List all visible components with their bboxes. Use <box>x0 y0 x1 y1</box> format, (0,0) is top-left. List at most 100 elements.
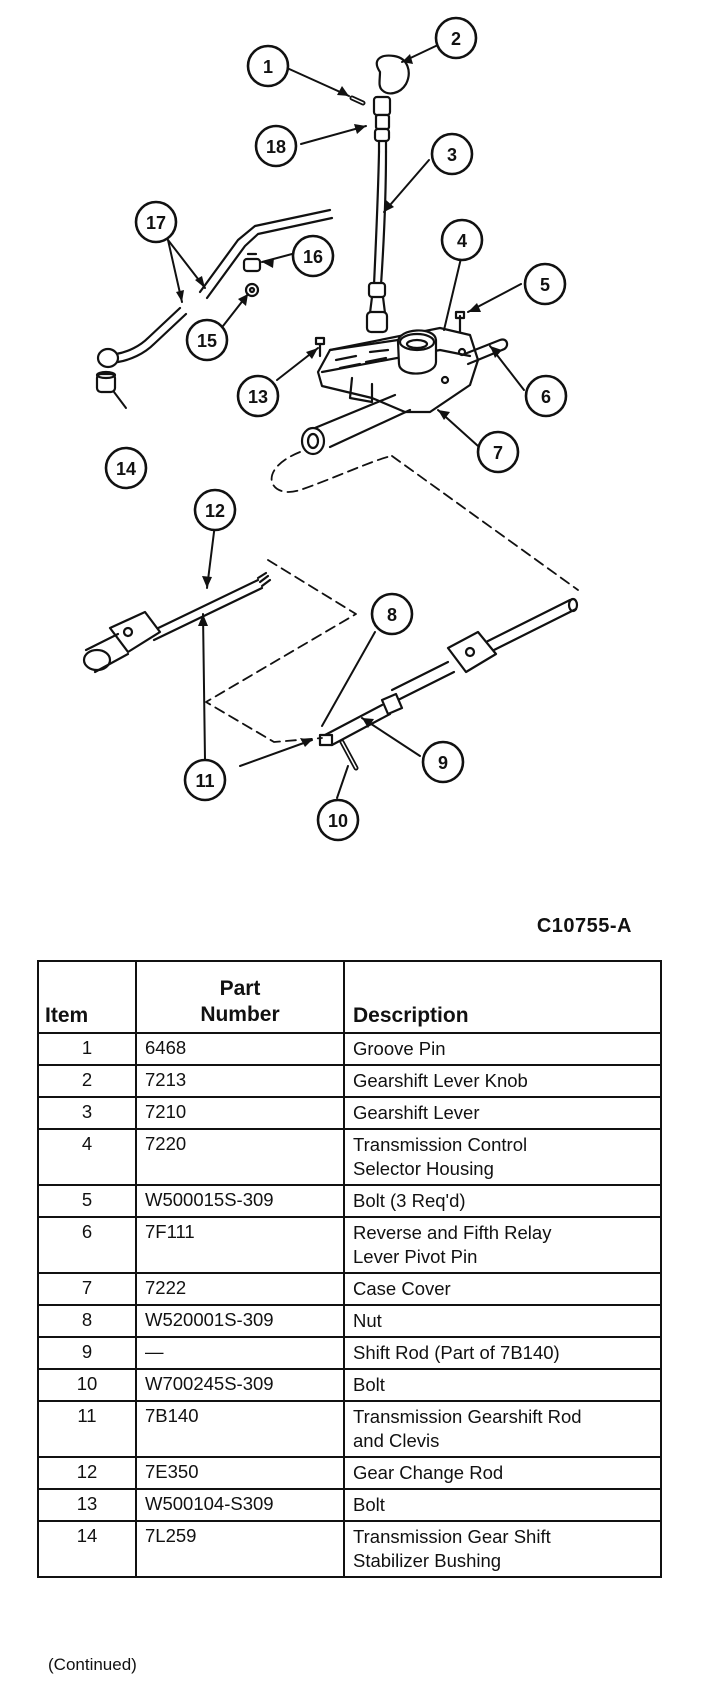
row-item: 11 <box>37 1400 137 1458</box>
callout-9: 9 <box>421 740 465 784</box>
row-item: 7 <box>37 1272 137 1306</box>
row-item: 2 <box>37 1064 137 1098</box>
desc-line: Transmission Gearshift Rod <box>353 1406 582 1427</box>
callout-6: 6 <box>524 374 568 418</box>
table-header-row: Item Part Number Description <box>37 960 662 1034</box>
gearshift-lever <box>365 150 389 334</box>
row-part-number: W500104-S309 <box>135 1488 345 1522</box>
row-part-number: 7F111 <box>135 1216 345 1274</box>
housing-bolt <box>454 310 466 334</box>
header-part-number: Part Number <box>135 960 345 1034</box>
desc-line: Nut <box>353 1310 382 1331</box>
stabilizer-bushing <box>95 370 117 394</box>
desc-line: Transmission Control <box>353 1134 528 1155</box>
table-row: 10 W700245S-309 Bolt <box>37 1368 662 1402</box>
row-part-number: 6468 <box>135 1032 345 1066</box>
table-row: 3 7210 Gearshift Lever <box>37 1096 662 1130</box>
svg-text:17: 17 <box>146 213 166 233</box>
callout-5: 5 <box>523 262 567 306</box>
row-item: 14 <box>37 1520 137 1578</box>
leader-arrowheads <box>176 54 502 747</box>
row-description: Bolt (3 Req'd) <box>343 1184 662 1218</box>
desc-line: Shift Rod (Part of 7B140) <box>353 1342 560 1363</box>
callout-17: 17 <box>134 200 178 244</box>
svg-text:8: 8 <box>387 605 397 625</box>
desc-line: Gearshift Lever Knob <box>353 1070 528 1091</box>
svg-text:15: 15 <box>197 331 217 351</box>
row-part-number: 7213 <box>135 1064 345 1098</box>
desc-line: Groove Pin <box>353 1038 446 1059</box>
row-item: 3 <box>37 1096 137 1130</box>
callout-3: 3 <box>430 132 474 176</box>
header-description: Description <box>343 960 662 1034</box>
callout-2: 2 <box>434 16 478 60</box>
row-item: 4 <box>37 1128 137 1186</box>
header-item: Item <box>37 960 137 1034</box>
table-row: 2 7213 Gearshift Lever Knob <box>37 1064 662 1098</box>
desc-line: Case Cover <box>353 1278 451 1299</box>
table-row: 8 W520001S-309 Nut <box>37 1304 662 1338</box>
table-row: 9 — Shift Rod (Part of 7B140) <box>37 1336 662 1370</box>
row-item: 13 <box>37 1488 137 1522</box>
callout-13: 13 <box>236 374 280 418</box>
parts-table: Item Part Number Description 1 6468 Groo… <box>37 960 662 1578</box>
row-description: Gearshift Lever <box>343 1096 662 1130</box>
knob-insert <box>372 95 392 154</box>
shift-rod <box>323 597 579 747</box>
callout-1: 1 <box>246 44 290 88</box>
row-part-number: 7220 <box>135 1128 345 1186</box>
table-row: 1 6468 Groove Pin <box>37 1032 662 1066</box>
figure-code: C10755-A <box>536 915 632 937</box>
desc-line: Reverse and Fifth Relay <box>353 1222 552 1243</box>
svg-text:9: 9 <box>438 753 448 773</box>
row-item: 9 <box>37 1336 137 1370</box>
svg-text:12: 12 <box>205 501 225 521</box>
desc-line: Bolt <box>353 1494 385 1515</box>
svg-text:10: 10 <box>328 811 348 831</box>
row-description: Shift Rod (Part of 7B140) <box>343 1336 662 1370</box>
row-description: Gear Change Rod <box>343 1456 662 1490</box>
callout-7: 7 <box>476 430 520 474</box>
row-description: Case Cover <box>343 1272 662 1306</box>
row-part-number: W700245S-309 <box>135 1368 345 1402</box>
row-part-number: 7L259 <box>135 1520 345 1578</box>
row-part-number: W520001S-309 <box>135 1304 345 1338</box>
svg-text:3: 3 <box>447 145 457 165</box>
callout-10: 10 <box>316 798 360 842</box>
clevis-bolt <box>318 733 359 771</box>
callout-11: 11 <box>183 758 227 802</box>
stabilizer-rod <box>96 208 334 369</box>
svg-text:1: 1 <box>263 57 273 77</box>
svg-text:11: 11 <box>195 771 214 791</box>
row-description: Bolt <box>343 1368 662 1402</box>
desc-line: Transmission Gear Shift <box>353 1526 551 1547</box>
table-row: 12 7E350 Gear Change Rod <box>37 1456 662 1490</box>
desc-line: Stabilizer Bushing <box>353 1550 502 1571</box>
assembly-guide-lines <box>205 451 579 743</box>
row-description: Groove Pin <box>343 1032 662 1066</box>
gear-change-rod <box>82 571 272 674</box>
table-row: 7 7222 Case Cover <box>37 1272 662 1306</box>
table-row: 5 W500015S-309 Bolt (3 Req'd) <box>37 1184 662 1218</box>
row-item: 8 <box>37 1304 137 1338</box>
callout-18: 18 <box>254 124 298 168</box>
desc-line: Gearshift Lever <box>353 1102 480 1123</box>
callout-16: 16 <box>291 234 335 278</box>
svg-text:18: 18 <box>266 137 286 157</box>
row-description: Gearshift Lever Knob <box>343 1064 662 1098</box>
rod-bushing-upper <box>242 252 262 273</box>
exploded-diagram: 1 2 3 4 5 6 7 8 9 10 11 12 <box>82 16 579 842</box>
case-cover <box>300 393 412 456</box>
row-part-number: 7B140 <box>135 1400 345 1458</box>
callout-14: 14 <box>104 446 148 490</box>
pivot-pin <box>460 338 509 366</box>
row-part-number: W500015S-309 <box>135 1184 345 1218</box>
svg-text:2: 2 <box>451 29 461 49</box>
row-part-number: 7E350 <box>135 1456 345 1490</box>
